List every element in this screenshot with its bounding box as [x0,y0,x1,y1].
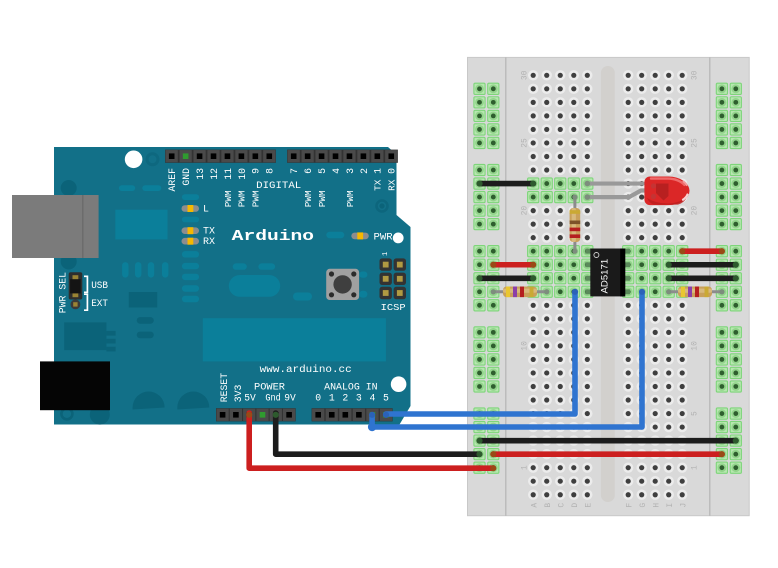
svg-text:4: 4 [331,168,342,174]
svg-text:5: 5 [691,411,700,416]
svg-text:PWR SEL: PWR SEL [58,272,69,313]
svg-text:ANALOG IN: ANALOG IN [324,382,378,393]
svg-text:30: 30 [521,70,530,80]
svg-text:AREF: AREF [167,168,178,192]
svg-text:5: 5 [383,393,389,404]
svg-text:F: F [625,503,634,508]
svg-text:DIGITAL: DIGITAL [256,180,301,191]
svg-text:TX: TX [203,226,215,237]
svg-text:3V3: 3V3 [233,385,244,403]
svg-text:1: 1 [521,465,530,470]
svg-text:13: 13 [195,168,206,180]
svg-text:PWM: PWM [223,190,234,207]
svg-text:3: 3 [356,393,362,404]
svg-text:8: 8 [265,168,276,174]
svg-text:3: 3 [345,168,356,174]
svg-text:USB: USB [91,280,108,291]
svg-text:PWR: PWR [374,231,393,242]
svg-text:PWM: PWM [251,190,262,207]
svg-text:G: G [639,503,648,508]
svg-text:11: 11 [223,168,234,180]
svg-text:10: 10 [521,341,530,351]
svg-text:4: 4 [369,393,375,404]
svg-text:B: B [544,503,553,508]
svg-text:5: 5 [317,168,328,174]
svg-text:12: 12 [209,168,220,180]
svg-text:5V: 5V [244,393,256,404]
svg-text:A: A [530,503,539,508]
svg-text:25: 25 [691,138,700,148]
svg-text:Arduino: Arduino [232,228,314,245]
svg-text:9V: 9V [284,393,296,404]
svg-text:7: 7 [289,168,300,174]
svg-text:GND: GND [181,168,192,186]
svg-text:PWM: PWM [303,190,314,207]
svg-text:PWM: PWM [317,190,328,207]
svg-text:0: 0 [315,393,321,404]
svg-text:2: 2 [342,393,348,404]
svg-text:C: C [557,503,566,508]
svg-text:6: 6 [303,168,314,174]
svg-text:20: 20 [521,206,530,216]
svg-text:10: 10 [691,341,700,351]
svg-text:RX: RX [387,179,398,191]
svg-text:1: 1 [373,168,384,174]
svg-text:25: 25 [521,138,530,148]
svg-text:PWM: PWM [345,190,356,207]
svg-text:PWM: PWM [237,190,248,207]
svg-text:1: 1 [329,393,335,404]
svg-text:10: 10 [237,168,248,180]
svg-text:I: I [666,503,675,508]
svg-text:L: L [203,203,209,214]
svg-text:D: D [571,503,580,508]
svg-text:1: 1 [691,465,700,470]
svg-text:0: 0 [387,168,398,174]
svg-text:www.arduino.cc: www.arduino.cc [260,364,352,376]
svg-text:AD5171: AD5171 [599,259,610,294]
svg-text:1: 1 [382,252,390,256]
svg-text:Gnd: Gnd [265,393,281,404]
svg-text:POWER: POWER [254,382,285,393]
svg-text:ICSP: ICSP [381,302,406,313]
svg-text:EXT: EXT [91,298,108,309]
svg-text:20: 20 [691,206,700,216]
svg-text:RESET: RESET [219,373,230,403]
svg-text:H: H [652,503,661,508]
svg-text:2: 2 [359,168,370,174]
svg-text:9: 9 [251,168,262,174]
svg-text:RX: RX [203,236,215,247]
svg-text:30: 30 [691,70,700,80]
svg-text:J: J [679,503,688,508]
svg-text:TX: TX [373,179,384,191]
svg-text:E: E [585,503,594,508]
